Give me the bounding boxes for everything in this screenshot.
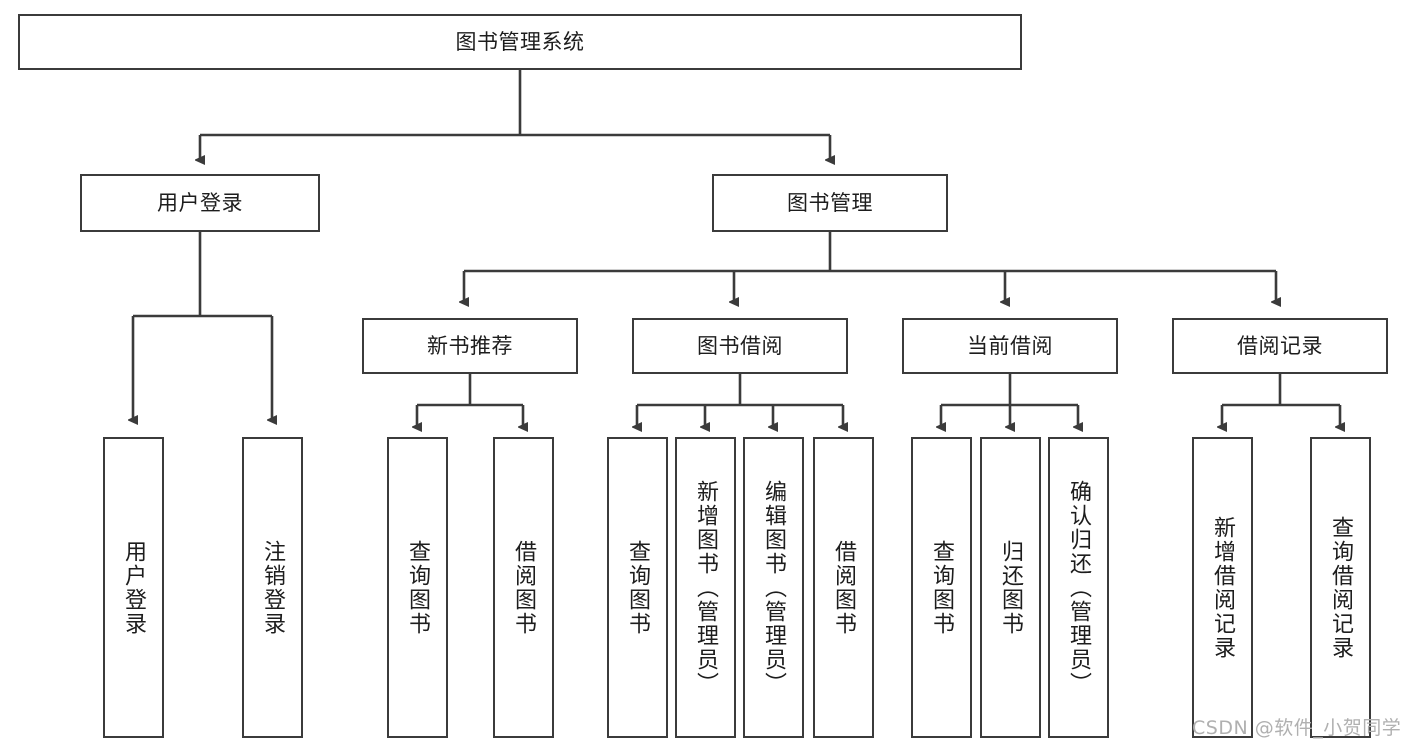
node-book-borrow-label: 图书借阅: [697, 333, 783, 358]
node-borrow-record[interactable]: 借阅记录: [1172, 318, 1388, 374]
node-new-book-rec-label: 新书推荐: [427, 333, 513, 358]
node-leaf-add-record[interactable]: 新增借阅记录: [1192, 437, 1253, 738]
node-book-borrow[interactable]: 图书借阅: [632, 318, 848, 374]
node-root-label: 图书管理系统: [455, 29, 585, 54]
node-leaf-borrow-book-2-label: 借阅图书: [831, 539, 857, 636]
node-leaf-query-book-1-label: 查询图书: [405, 539, 431, 636]
node-user-login-label: 用户登录: [157, 190, 243, 215]
node-book-manage[interactable]: 图书管理: [712, 174, 948, 232]
node-leaf-query-record[interactable]: 查询借阅记录: [1310, 437, 1371, 738]
node-current-borrow[interactable]: 当前借阅: [902, 318, 1118, 374]
node-leaf-query-book-3[interactable]: 查询图书: [911, 437, 972, 738]
node-leaf-logout-label: 注销登录: [260, 539, 286, 636]
node-leaf-query-book-3-label: 查询图书: [929, 539, 955, 636]
node-book-manage-label: 图书管理: [787, 190, 873, 215]
node-leaf-return-book-label: 归还图书: [998, 539, 1024, 636]
node-leaf-logout[interactable]: 注销登录: [242, 437, 303, 738]
node-leaf-edit-book-label: 编辑图书（管理员）: [761, 479, 787, 696]
node-root[interactable]: 图书管理系统: [18, 14, 1022, 70]
node-leaf-add-record-label: 新增借阅记录: [1210, 515, 1236, 660]
node-borrow-record-label: 借阅记录: [1237, 333, 1323, 358]
node-user-login[interactable]: 用户登录: [80, 174, 320, 232]
node-leaf-edit-book[interactable]: 编辑图书（管理员）: [743, 437, 804, 738]
node-leaf-confirm-return[interactable]: 确认归还（管理员）: [1048, 437, 1109, 738]
node-leaf-query-book-2-label: 查询图书: [625, 539, 651, 636]
node-leaf-borrow-book-2[interactable]: 借阅图书: [813, 437, 874, 738]
node-new-book-rec[interactable]: 新书推荐: [362, 318, 578, 374]
node-leaf-add-book-label: 新增图书（管理员）: [693, 479, 719, 696]
node-leaf-user-login-label: 用户登录: [121, 539, 147, 636]
node-leaf-query-record-label: 查询借阅记录: [1328, 515, 1354, 660]
node-leaf-add-book[interactable]: 新增图书（管理员）: [675, 437, 736, 738]
node-leaf-borrow-book-1[interactable]: 借阅图书: [493, 437, 554, 738]
node-leaf-borrow-book-1-label: 借阅图书: [511, 539, 537, 636]
node-leaf-user-login[interactable]: 用户登录: [103, 437, 164, 738]
node-leaf-query-book-1[interactable]: 查询图书: [387, 437, 448, 738]
node-leaf-confirm-return-label: 确认归还（管理员）: [1066, 479, 1092, 696]
node-leaf-query-book-2[interactable]: 查询图书: [607, 437, 668, 738]
node-leaf-return-book[interactable]: 归还图书: [980, 437, 1041, 738]
node-current-borrow-label: 当前借阅: [967, 333, 1053, 358]
watermark: CSDN @软件_小贺同学: [1192, 717, 1402, 739]
